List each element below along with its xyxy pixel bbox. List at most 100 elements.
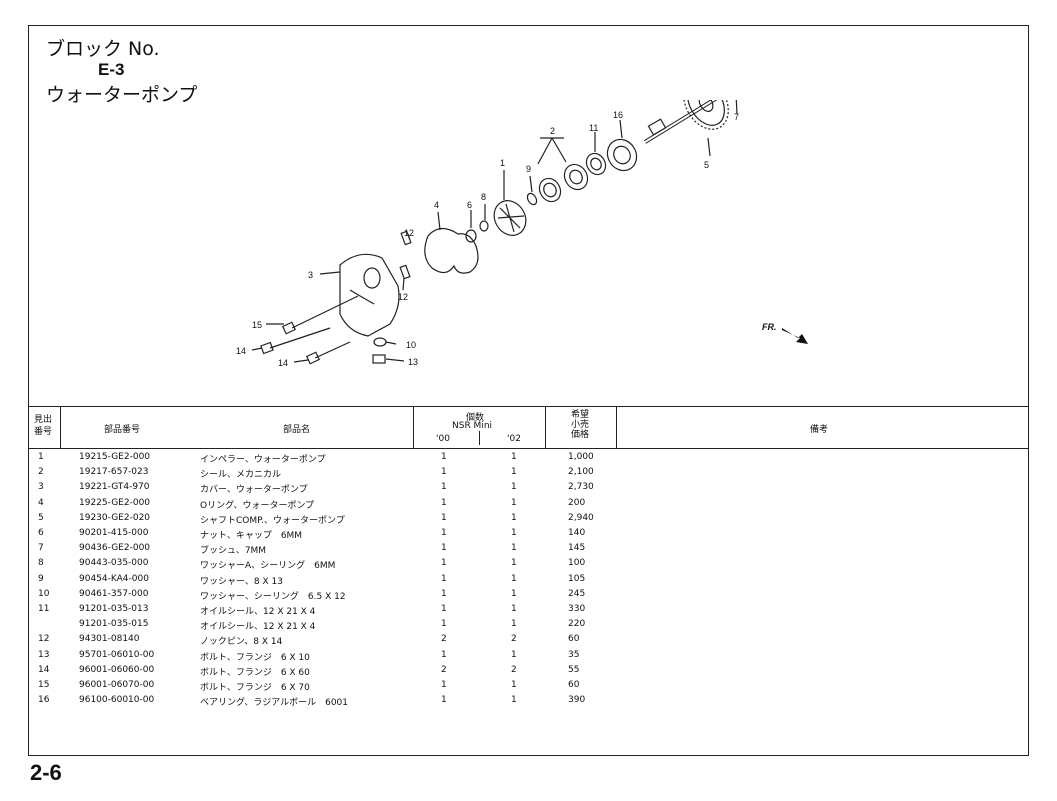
block-label: ブロック No. (46, 38, 160, 60)
qty-00-cell: 1 (441, 512, 447, 523)
qty-02-cell: 2 (511, 664, 517, 675)
part-number-cell: 91201-035-015 (79, 619, 149, 630)
ref-no-cell: 2 (38, 467, 44, 478)
part-number-cell: 19230-GE2-020 (79, 512, 151, 523)
callout-8: 8 (481, 192, 486, 202)
callout-9: 9 (526, 164, 531, 174)
price-cell: 2,940 (568, 512, 594, 523)
qty-00-cell: 1 (441, 619, 447, 630)
qty-02-cell: 1 (511, 497, 517, 508)
price-cell: 105 (568, 573, 586, 584)
price-cell: 35 (568, 649, 580, 660)
ref-no-cell: 4 (38, 497, 44, 508)
callout-4: 4 (434, 200, 439, 210)
qty-00-cell: 1 (441, 543, 447, 554)
qty-00-cell: 1 (441, 695, 447, 706)
callout-13: 13 (408, 357, 418, 367)
callout-14a: 14 (236, 346, 246, 356)
part-number-cell: 90443-035-000 (79, 558, 149, 569)
qty-00-cell: 1 (441, 680, 447, 690)
part-number-cell: 96001-06070-00 (79, 680, 155, 690)
qty-02-cell: 1 (511, 482, 517, 493)
header-year-00: '00 (436, 434, 450, 444)
callout-3: 3 (308, 270, 313, 280)
qty-02-cell: 1 (511, 695, 517, 706)
callout-6: 6 (467, 200, 472, 210)
callout-7: 7 (734, 112, 739, 122)
price-cell: 140 (568, 528, 586, 538)
qty-00-cell: 1 (441, 482, 447, 493)
part-name-cell: ワッシャーA、シーリング 6MM (200, 561, 336, 572)
part-number-cell: 90454-KA4-000 (79, 573, 149, 584)
ref-no-cell: 14 (38, 664, 50, 675)
ref-no-cell: 11 (38, 604, 50, 614)
part-name-cell: Oリング、ウォーターポンプ (200, 500, 315, 511)
callout-12a: 12 (404, 228, 414, 238)
qty-02-cell: 1 (511, 573, 517, 584)
callout-14b: 14 (278, 358, 288, 368)
part-number-cell: 19217-657-023 (79, 467, 149, 478)
callout-2: 2 (550, 126, 555, 136)
header-model: NSR Mini (452, 421, 493, 431)
qty-00-cell: 1 (441, 528, 447, 538)
page-number: 2-6 (30, 760, 62, 785)
part-number-cell: 19225-GE2-000 (79, 497, 151, 508)
header-qty: 個数 (466, 413, 485, 423)
part-number-cell: 91201-035-013 (79, 604, 149, 614)
col-sep (545, 406, 546, 448)
header-bottom-border (28, 448, 1029, 449)
part-name-cell: ボルト、フランジ 6 X 70 (200, 683, 310, 693)
ref-no-cell: 9 (38, 573, 44, 584)
header-year-02: '02 (507, 434, 521, 444)
price-cell: 60 (568, 634, 580, 645)
exploded-diagram: FR. 1 2 3 4 5 6 7 8 9 10 11 12 12 13 14 … (236, 100, 808, 368)
price-cell: 60 (568, 680, 580, 690)
part-number-cell: 90201-415-000 (79, 528, 149, 538)
callout-10: 10 (406, 340, 416, 350)
header-ref-no: 見出 番号 (34, 415, 53, 437)
part-name-cell: ワッシャー、8 X 13 (200, 576, 283, 587)
callout-15: 15 (252, 320, 262, 330)
ref-no-cell: 15 (38, 680, 50, 690)
qty-00-cell: 1 (441, 573, 447, 584)
qty-02-cell: 1 (511, 512, 517, 523)
qty-00-cell: 1 (441, 497, 447, 508)
header-part-name: 部品名 (283, 425, 311, 435)
price-cell: 55 (568, 664, 580, 675)
price-cell: 390 (568, 695, 586, 706)
part-number-cell: 96100-60010-00 (79, 695, 155, 706)
qty-02-cell: 1 (511, 467, 517, 478)
block-code: E-3 (98, 60, 125, 79)
ref-no-cell: 13 (38, 649, 50, 660)
part-number-cell: 90461-357-000 (79, 588, 149, 599)
price-cell: 330 (568, 604, 586, 614)
part-name-cell: ボルト、フランジ 6 X 10 (200, 652, 310, 663)
price-cell: 220 (568, 619, 586, 630)
ref-no-cell: 8 (38, 558, 44, 569)
price-cell: 245 (568, 588, 586, 599)
qty-00-cell: 1 (441, 604, 447, 614)
part-name-cell: オイルシール、12 X 21 X 4 (200, 607, 316, 617)
part-name-cell: ナット、キャップ 6MM (200, 531, 303, 541)
part-number-cell: 90436-GE2-000 (79, 543, 151, 554)
fr-label: FR. (762, 322, 777, 332)
block-name: ウォーターポンプ (46, 84, 198, 106)
ref-no-cell: 3 (38, 482, 44, 493)
ref-no-cell: 5 (38, 512, 44, 523)
ref-no-cell: 16 (38, 695, 50, 706)
qty-00-cell: 1 (441, 558, 447, 569)
qty-00-cell: 1 (441, 452, 447, 462)
header-remarks: 備考 (810, 425, 829, 435)
table-top-border (28, 406, 1029, 407)
